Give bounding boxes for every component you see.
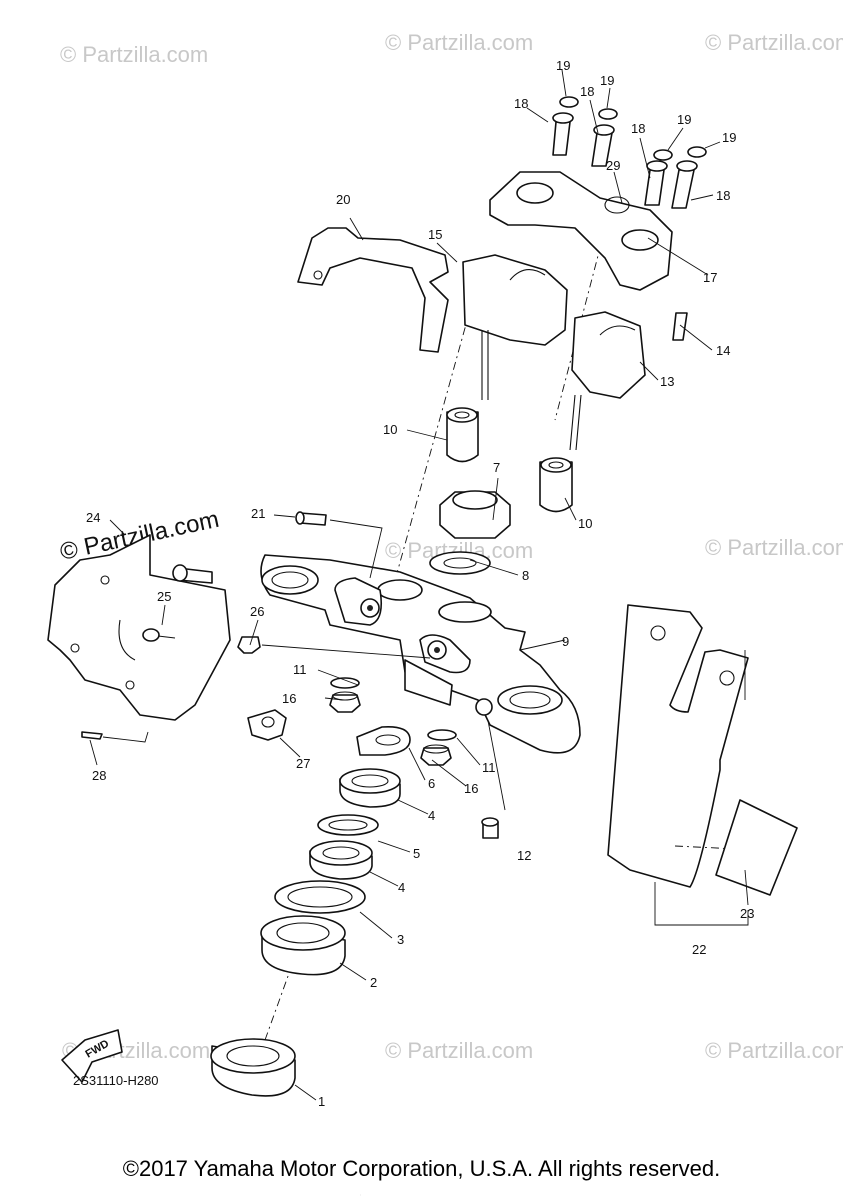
bushing-left	[446, 407, 479, 463]
callout-18: 18	[631, 121, 645, 136]
callout-12: 12	[517, 848, 531, 863]
callout-26: 26	[250, 604, 264, 619]
callout-6: 6	[428, 776, 435, 791]
copyright-notice: ©2017 Yamaha Motor Corporation, U.S.A. A…	[122, 1156, 721, 1181]
callout-27: 27	[296, 756, 310, 771]
callout-22: 22	[692, 942, 706, 957]
callout-25: 25	[157, 589, 171, 604]
callout-13: 13	[660, 374, 674, 389]
bolt-18d	[671, 160, 698, 209]
callout-28: 28	[92, 768, 106, 783]
callout-19: 19	[677, 112, 691, 127]
washer-11b	[427, 729, 457, 741]
dust-seal	[274, 880, 366, 914]
callout-5: 5	[413, 846, 420, 861]
callout-19: 19	[556, 58, 570, 73]
callout-11: 11	[482, 760, 496, 775]
meter-bracket	[47, 534, 231, 721]
bushing-right	[539, 457, 573, 513]
watermark: © Partzilla.com	[60, 42, 208, 67]
bolt-25-sleeve	[172, 564, 213, 584]
callout-17: 17	[703, 270, 717, 285]
bearing-lower	[210, 1038, 296, 1097]
callout-18: 18	[514, 96, 528, 111]
watermark: © Partzilla.com	[705, 30, 843, 55]
callout-23: 23	[740, 906, 754, 921]
callout-29: 29	[606, 158, 620, 173]
callout-18: 18	[716, 188, 730, 203]
lock-washer	[317, 814, 379, 836]
callout-4: 4	[398, 880, 405, 895]
callout-18: 18	[580, 84, 594, 99]
bearing-upper	[260, 915, 346, 976]
diagram-code: 2S31110-H280	[73, 1073, 159, 1088]
callout-19: 19	[722, 130, 736, 145]
nut-16	[329, 691, 361, 713]
callout-24: 24	[86, 510, 100, 525]
bolt-18b	[591, 124, 615, 167]
rivet-28	[81, 731, 103, 740]
callout-16: 16	[282, 691, 296, 706]
washer-11	[330, 677, 360, 689]
screw-25	[142, 628, 176, 642]
callout-9: 9	[562, 634, 569, 649]
callout-11: 11	[293, 662, 307, 677]
bolt-21	[295, 511, 327, 526]
callout-16: 16	[464, 781, 478, 796]
label-23	[715, 799, 798, 896]
steering-nut	[439, 490, 511, 539]
watermark: © Partzilla.com	[385, 30, 533, 55]
callout-19: 19	[600, 73, 614, 88]
watermark: © Partzilla.com	[705, 535, 843, 560]
callout-15: 15	[428, 227, 442, 242]
dowel-pin	[672, 312, 688, 341]
bolt-12	[481, 817, 499, 839]
plate	[356, 725, 411, 756]
fwd-arrow: FWD	[61, 1029, 123, 1083]
nut-16b	[420, 744, 452, 766]
cap-19c	[653, 149, 673, 161]
callouts: 1 2 3 4 5 4 6 16 11 12 11 16 7 8 9 10 10…	[86, 58, 754, 1109]
ring-nut-upper	[339, 768, 401, 808]
handlebar-holder-lower-left	[462, 254, 568, 400]
washer-8	[429, 551, 491, 575]
callout-14: 14	[716, 343, 730, 358]
callout-3: 3	[397, 932, 404, 947]
handlebar-holder-upper	[489, 171, 673, 291]
clamp-27	[247, 709, 287, 741]
cap-19d	[687, 146, 707, 158]
callout-21: 21	[251, 506, 265, 521]
label-22	[607, 604, 759, 888]
watermark: © Partzilla.com	[705, 1038, 843, 1063]
callout-1: 1	[318, 1094, 325, 1109]
cover-bracket	[297, 227, 449, 353]
callout-4: 4	[428, 808, 435, 823]
callout-2: 2	[370, 975, 377, 990]
bolt-18c	[644, 160, 668, 206]
callout-10: 10	[578, 516, 592, 531]
upper-bracket	[260, 554, 581, 754]
bolt-18	[552, 112, 574, 156]
callout-8: 8	[522, 568, 529, 583]
leader-lines	[89, 69, 749, 1101]
handlebar-holder-lower-right	[569, 311, 646, 451]
cap-19b	[598, 108, 618, 120]
callout-20: 20	[336, 192, 350, 207]
ring-nut-lower	[309, 840, 373, 880]
callout-10: 10	[383, 422, 397, 437]
callout-7: 7	[493, 460, 500, 475]
watermark: © Partzilla.com	[385, 1038, 533, 1063]
nut-26	[237, 636, 261, 654]
cap-19	[559, 96, 579, 108]
watermark-layer: © Partzilla.com © Partzilla.com © Partzi…	[58, 30, 843, 1063]
